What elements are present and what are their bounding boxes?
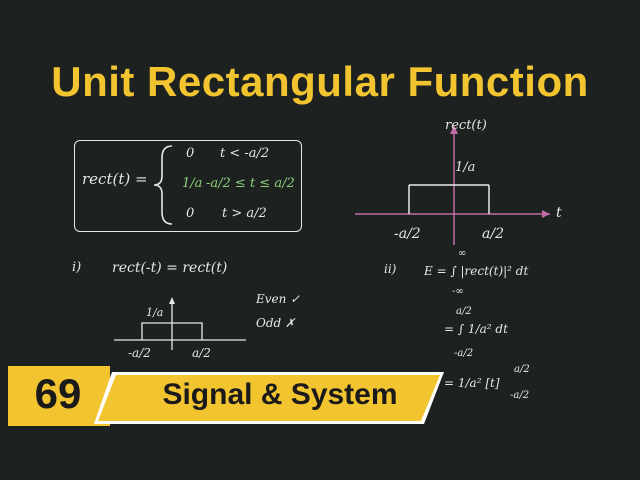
even-graph-height-label: 1/a	[146, 306, 164, 319]
graph-tick-left: -a/2	[394, 226, 421, 242]
graph-tick-right: a/2	[482, 226, 504, 242]
odd-label: Odd ✗	[256, 316, 296, 330]
limit-3-lower: -a/2	[510, 390, 530, 401]
energy-line-2: = ∫ 1/a² dt	[444, 322, 508, 336]
limit-2-upper: a/2	[456, 306, 472, 317]
episode-badge	[8, 366, 444, 426]
case-value-1: 0	[186, 146, 195, 161]
case-condition-1: t < -a/2	[220, 146, 270, 161]
arrow-up-icon	[169, 297, 175, 304]
graph-ylabel: rect(t)	[445, 118, 487, 133]
energy-line-3: = 1/a² [t]	[444, 376, 500, 390]
limit-1-lower: -∞	[452, 286, 464, 297]
even-label: Even ✓	[256, 292, 301, 306]
limit-3-upper: a/2	[514, 364, 530, 375]
graph-height-label: 1/a	[455, 160, 476, 175]
series-subtitle: Signal & System	[162, 378, 398, 411]
energy-line-1: E = ∫ |rect(t)|² dt	[424, 264, 529, 278]
case-condition-3: t > a/2	[222, 206, 267, 221]
graph-xlabel: t	[556, 205, 562, 221]
even-graph-tick-right: a/2	[192, 346, 211, 360]
episode-number: 69	[34, 370, 82, 417]
y-axis-arrow-icon	[450, 125, 458, 134]
even-graph-tick-left: -a/2	[128, 346, 151, 360]
even-rect-graph	[114, 297, 246, 350]
limit-2-lower: -a/2	[454, 348, 474, 359]
limit-1-upper: ∞	[458, 248, 467, 259]
x-axis-arrow-icon	[542, 210, 550, 218]
curly-brace	[153, 145, 173, 225]
property-i-equation: rect(-t) = rect(t)	[112, 260, 228, 276]
definition-box	[74, 140, 302, 232]
definition-lhs: rect(t) =	[82, 170, 148, 188]
property-ii-marker: ii)	[384, 262, 397, 276]
rect-graph	[355, 125, 550, 245]
case-value-2: 1/a	[182, 176, 203, 191]
badge-subtitle-panel	[98, 375, 440, 421]
property-i-marker: i)	[72, 260, 82, 275]
case-condition-2: -a/2 ≤ t ≤ a/2	[206, 176, 295, 191]
case-value-3: 0	[186, 206, 195, 221]
page-title: Unit Rectangular Function	[51, 58, 589, 105]
